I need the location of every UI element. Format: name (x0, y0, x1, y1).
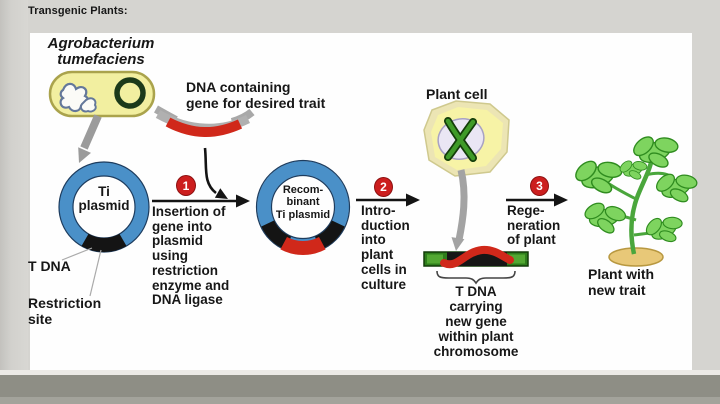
arrow-step-1 (152, 194, 250, 208)
plant-cell-label: Plant cell (426, 86, 488, 102)
plant-with-new-trait-label: Plant with new trait (588, 266, 655, 298)
step-1-description: Insertion of gene into plasmid using res… (152, 204, 230, 308)
recombinant-plasmid-icon (255, 159, 351, 256)
plant-icon (571, 132, 699, 267)
ti-plasmid-icon (58, 161, 150, 297)
step-3-badge: 3 (530, 176, 549, 196)
step-2-badge: 2 (374, 177, 393, 197)
dna-strip-icon (154, 105, 255, 137)
recombinant-plasmid-label: Recom- binant Ti plasmid (275, 184, 331, 221)
brace-icon (436, 270, 516, 285)
plasmid-ring-icon (114, 77, 146, 109)
arrow-dna-into-plasmid (203, 147, 228, 199)
t-dna-segment-icon (81, 233, 127, 252)
step-1-badge: 1 (176, 175, 196, 196)
arrow-step-3 (506, 193, 568, 207)
inserted-gene-segment-icon (280, 236, 326, 256)
step-2-description: Intro- duction into plant cells in cultu… (361, 203, 410, 292)
plant-cell-icon (423, 100, 510, 177)
chromosome-bar-icon (423, 245, 529, 285)
arrow-bacterium-to-plasmid (78, 114, 102, 163)
t-dna-label: T DNA (28, 258, 71, 274)
bottom-footer-strip (0, 397, 720, 404)
agrobacterium-label: Agrobacterium tumefaciens (47, 35, 155, 68)
bottom-bar (0, 375, 720, 397)
step-3-description: Rege- neration of plant (507, 203, 561, 248)
bacterial-chromosome-icon (79, 97, 97, 113)
chromosome-x-icon (444, 117, 477, 162)
left-edge-shade (0, 0, 28, 404)
new-gene-ribbon-icon (440, 245, 514, 269)
t-dna-carrying-label: T DNA carrying new gene within plant chr… (433, 284, 519, 360)
ti-plasmid-label: Ti plasmid (78, 184, 130, 214)
restriction-site-label: Restriction site (28, 295, 102, 327)
page-title: Transgenic Plants: (28, 5, 128, 17)
dna-gene-label: DNA containing gene for desired trait (186, 79, 326, 112)
soil-base-icon (608, 247, 664, 267)
arrow-cell-to-chromosome (451, 169, 468, 251)
bacterium-icon (48, 70, 156, 118)
arrow-step-2 (356, 193, 420, 207)
bottom-highlight-strip (0, 370, 720, 375)
